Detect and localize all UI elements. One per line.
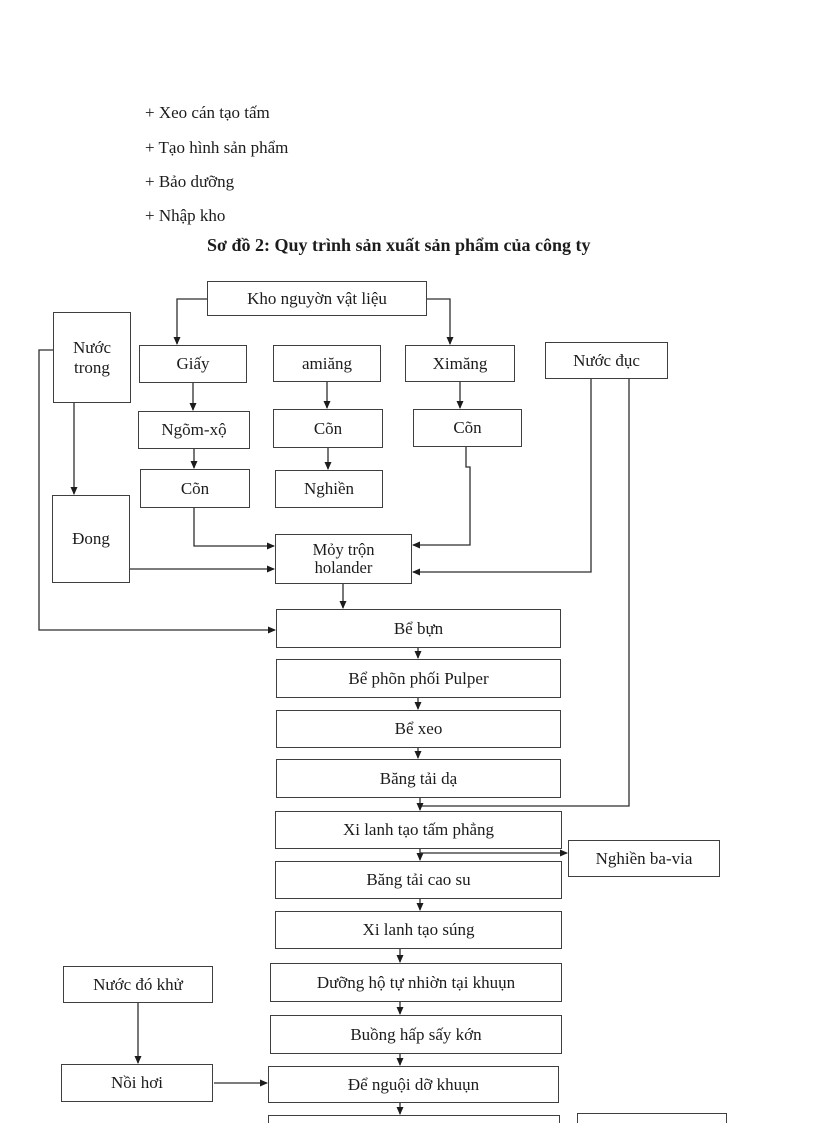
node-nghien-ba-via: Nghiền ba-via xyxy=(568,840,720,877)
arrow-kho-to-giay xyxy=(173,298,207,345)
node-amiang: amiăng xyxy=(273,345,381,382)
node-xi-lanh-tao-tam-phang: Xi lanh tạo tấm phẳng xyxy=(275,811,562,849)
node-partial-bottom-left xyxy=(268,1115,560,1123)
node-nuoc-duc: Nước đục xyxy=(545,342,668,379)
node-de-nguoi-do-khuon: Để nguội dỡ khuụn xyxy=(268,1066,559,1103)
arrow-nuocduc-to-maytron xyxy=(412,379,592,576)
node-noi-hoi: Nồi hơi xyxy=(61,1064,213,1102)
node-xi-lanh-tao-song: Xi lanh tạo súng xyxy=(275,911,562,949)
node-duong-ho-tu-nhien: Dưỡng hộ tự nhiờn tại khuụn xyxy=(270,963,562,1002)
node-nghien: Nghiền xyxy=(275,470,383,508)
node-be-bun: Bể bựn xyxy=(276,609,561,648)
node-may-tron-holander: Mỏy trộn holander xyxy=(275,534,412,584)
arrow-con-to-maytron-right-upper xyxy=(412,447,471,549)
node-ximang: Ximăng xyxy=(405,345,515,382)
node-can-amiang: Cõn xyxy=(273,409,383,448)
intro-item-4: + Nhập kho xyxy=(145,206,226,225)
node-kho-nguyen-vat-lieu: Kho nguyờn vật liệu xyxy=(207,281,427,316)
node-nuoc-da-khu: Nước đó khử xyxy=(63,966,213,1003)
node-bang-tai-cao-su: Băng tải cao su xyxy=(275,861,562,899)
node-bang-tai-da: Băng tải dạ xyxy=(276,759,561,798)
node-be-xeo: Bể xeo xyxy=(276,710,561,748)
intro-item-3: + Bảo dưỡng xyxy=(145,172,235,191)
node-buong-hap-say-kin: Buồng hấp sấy kớn xyxy=(270,1015,562,1054)
arrow-kho-to-ximang xyxy=(427,298,454,345)
diagram-title: Sơ đồ 2: Quy trình sản xuất sản phẩm của… xyxy=(207,235,591,255)
node-nuoc-trong: Nước trong xyxy=(53,312,131,403)
intro-item-2: + Tạo hình sản phẩm xyxy=(145,138,289,157)
intro-item-1: + Xeo cán tạo tấm xyxy=(145,103,270,122)
node-ngam-xo: Ngõm-xộ xyxy=(138,411,250,449)
node-partial-bottom-right xyxy=(577,1113,727,1123)
node-can-ximang: Cõn xyxy=(413,409,522,447)
node-giay: Giấy xyxy=(139,345,247,383)
arrow-con-to-maytron-left-upper xyxy=(193,508,275,550)
node-be-phan-phoi-pulper: Bể phõn phối Pulper xyxy=(276,659,561,698)
node-dong: Đong xyxy=(52,495,130,583)
node-can-giay: Cõn xyxy=(140,469,250,508)
